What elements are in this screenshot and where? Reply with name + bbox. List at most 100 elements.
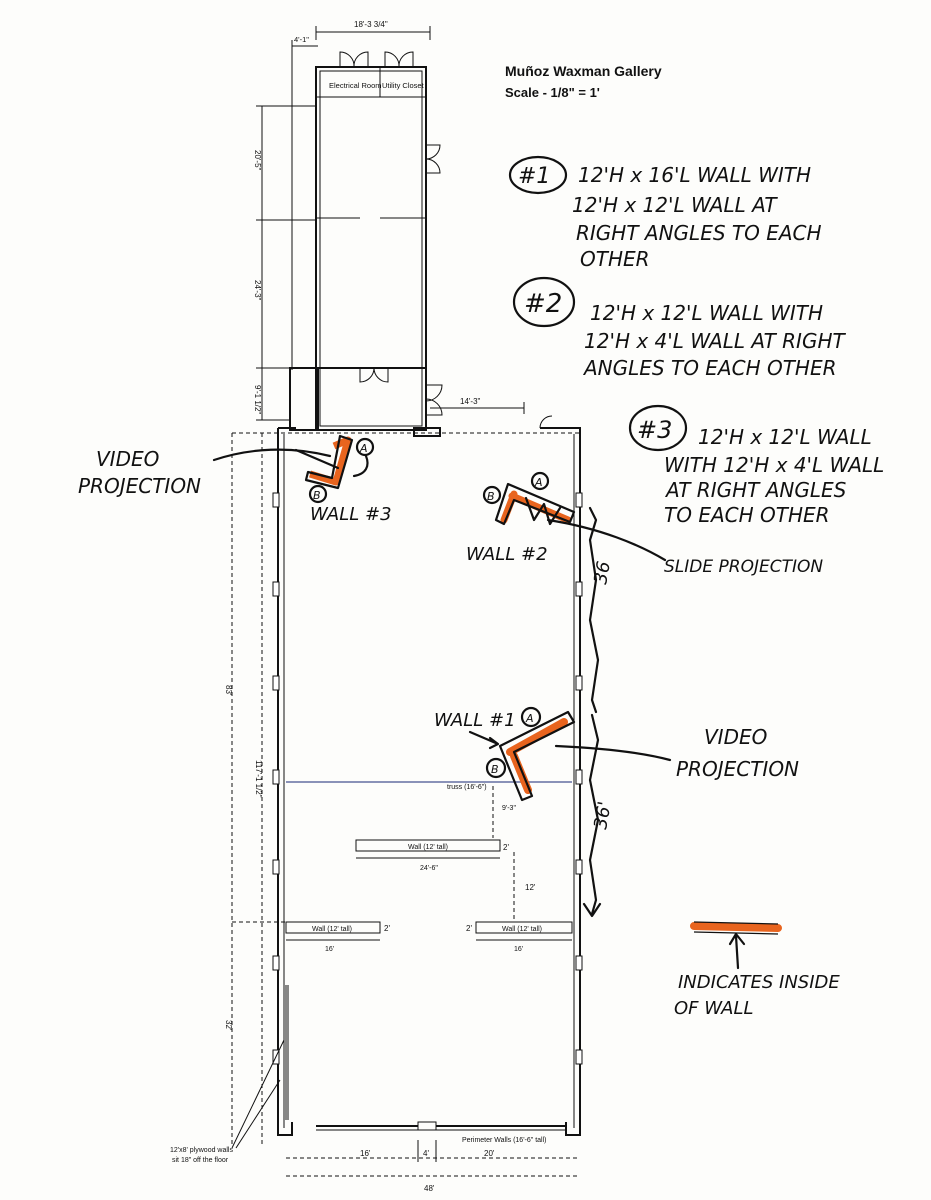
center-wall [355, 839, 501, 852]
corridor-dim: 14'-3" [460, 397, 481, 406]
truss-label: truss (16'-6") [447, 784, 487, 791]
center-wall-label: Wall (12' tall) [408, 844, 448, 851]
lower-side-door [425, 384, 443, 416]
wall-1-label: WALL #1 [434, 710, 516, 731]
dim-32: 32' [224, 1020, 233, 1031]
top-width-dim: 18'-3 3/4" [354, 20, 388, 29]
wall-2-marker-a [530, 471, 550, 491]
note-2-line-2: 12'H x 4'L WALL AT RIGHT [584, 329, 846, 353]
wall-2-inside-color [500, 490, 572, 524]
legend-line-1: INDICATES INSIDE [678, 972, 840, 993]
dim-36b: 36' [590, 800, 616, 831]
wall-3-marker-b [308, 484, 328, 504]
wall-2-outline [494, 482, 576, 526]
note-1-line-4: OTHER [580, 247, 650, 271]
double-door-top-right [384, 51, 414, 68]
dim-117: 117'-1 1/2" [254, 760, 263, 798]
annex-inner-outline [319, 70, 423, 427]
wall-1-outline [498, 710, 576, 802]
note-1-line-2: 12'H x 12'L WALL AT [572, 193, 778, 217]
main-gallery: truss (16'-6") 9'-3" Wall (12' tall) 24'… [231, 415, 583, 1149]
lower-left-wall-label: Wall (12' tall) [312, 926, 352, 933]
note-1-circle [508, 155, 568, 195]
bottom-door [417, 1121, 437, 1131]
note-1-line-3: RIGHT ANGLES TO EACH [576, 221, 822, 245]
inner-double-door [359, 367, 389, 383]
svg-text:A: A [534, 476, 543, 489]
note-3-number: #3 [637, 416, 672, 444]
dim-36a-line [588, 506, 600, 714]
wall-3-label: WALL #3 [310, 504, 392, 525]
dim-83: 83' [224, 685, 233, 696]
plywood-label-1: 12'x8' plywood walls [170, 1147, 233, 1154]
utility-closet-label: Utility Closet [382, 81, 425, 90]
upper-annex: Electrical Room Utility Closet [289, 51, 443, 431]
wall-3-outline [304, 434, 354, 490]
wall-columns [272, 492, 583, 1065]
legend-inside-wall-swatch [690, 922, 782, 932]
dim-20-5: 20'-5" [253, 150, 262, 171]
bottom-dim-4: 4' [423, 1149, 429, 1158]
lower-right-wall-label: Wall (12' tall) [502, 926, 542, 933]
dim-24-3: 24'-3" [253, 280, 262, 301]
center-wall-gap: 2' [503, 843, 509, 852]
svg-text:A: A [359, 442, 368, 455]
video-projection-leader-a [212, 448, 332, 462]
electrical-room-label: Electrical Room [329, 81, 382, 90]
annex-dimensions: 18'-3 3/4" 4'-1" 20'-5" 24'-3" 9'-1 1/2"… [253, 20, 525, 421]
note-2-line-1: 12'H x 12'L WALL WITH [590, 301, 823, 325]
gap-12-dim: 12' [525, 883, 536, 892]
wall-3-inside-color [308, 436, 352, 486]
note-3-line-3: AT RIGHT ANGLES [664, 478, 847, 502]
side-double-door [425, 144, 441, 174]
gallery-dimensions: 83' 117'-1 1/2" 32' 16' 4' 20' 48' Perim… [170, 433, 578, 1193]
gallery-top-pier [413, 427, 441, 437]
plywood-leader [231, 1039, 285, 1149]
svg-text:B: B [487, 490, 495, 503]
wall-1-inside-color [506, 718, 568, 794]
top-left-dim: 4'-1" [294, 35, 309, 44]
bottom-dim-20: 20' [484, 1149, 495, 1158]
note-2-line-3: ANGLES TO EACH OTHER [582, 356, 837, 380]
lower-left-wall [285, 921, 381, 934]
note-2: #2 12'H x 12'L WALL WITH 12'H x 4'L WALL… [512, 276, 846, 380]
double-door-top-left [339, 51, 369, 68]
note-1: #1 12'H x 16'L WALL WITH 12'H x 12'L WAL… [508, 155, 822, 271]
dim-36a: 36 [590, 560, 615, 586]
video-projection-leader-b [554, 744, 672, 762]
note-2-circle [512, 276, 576, 328]
legend-line-2: OF WALL [674, 998, 754, 1019]
wall-3-marker-a [355, 437, 375, 457]
wall-2-sketch: A B [482, 471, 667, 562]
wall-2-label: WALL #2 [466, 544, 548, 565]
note-3-line-2: WITH 12'H x 4'L WALL [664, 453, 884, 477]
lower-right-wall-gap: 2' [466, 924, 472, 933]
truss-gap-dim: 9'-3" [502, 805, 516, 812]
note-3-circle [628, 404, 688, 452]
legend: INDICATES INSIDE OF WALL [674, 921, 840, 1019]
plywood-label-2: sit 18" off the floor [172, 1157, 229, 1164]
perimeter-label: Perimeter Walls (16'-6" tall) [462, 1137, 546, 1144]
video-projection-b-line-1: VIDEO [704, 725, 767, 749]
scale-label: Scale - 1/8" = 1' [505, 85, 600, 100]
center-wall-length: 24'-6" [420, 865, 438, 872]
gallery-right-wall [540, 427, 581, 1136]
wall-1-marker-a [520, 706, 542, 728]
lower-right-wall-length: 16' [514, 946, 523, 953]
svg-text:B: B [313, 489, 321, 502]
slide-projection-label: SLIDE PROJECTION [664, 557, 823, 577]
dim-36b-line [582, 713, 602, 918]
wall-3-sketch: A B [294, 434, 375, 504]
note-1-line-1: 12'H x 16'L WALL WITH [578, 163, 811, 187]
note-1-number: #1 [518, 164, 550, 189]
lower-left-wall-gap: 2' [384, 924, 390, 933]
video-projection-b-line-2: PROJECTION [676, 757, 799, 781]
wall-1-marker-b [485, 757, 507, 779]
video-projection-a-line-1: VIDEO [96, 447, 159, 471]
note-3: #3 12'H x 12'L WALL WITH 12'H x 4'L WALL… [628, 404, 884, 527]
note-3-line-1: 12'H x 12'L WALL [698, 425, 872, 449]
bottom-dim-16: 16' [360, 1149, 371, 1158]
lower-left-wall-length: 16' [325, 946, 334, 953]
